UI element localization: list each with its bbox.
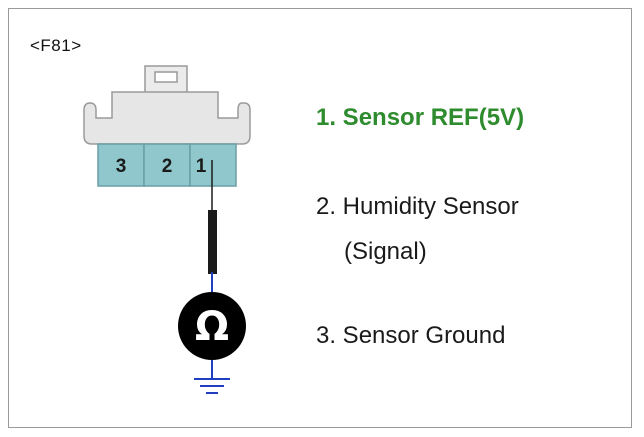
legend-item-3: 3. Sensor Ground — [316, 322, 506, 349]
probe-lead — [208, 210, 217, 274]
connector-pin-block: 3 2 1 — [97, 143, 237, 187]
pin-number-1: 1 — [196, 156, 207, 177]
ground-icon — [194, 378, 230, 394]
pin-cell-1 — [189, 143, 237, 187]
ohmmeter-icon — [178, 292, 246, 360]
legend-item-1: 1. Sensor REF(5V) — [316, 104, 525, 131]
diagram-frame — [8, 8, 632, 428]
ohm-symbol: Ω — [195, 304, 229, 350]
pin-number-2: 2 — [162, 156, 173, 177]
connector-housing — [83, 91, 251, 145]
connector-latch-slot — [154, 71, 178, 83]
legend-item-2-detail: (Signal) — [344, 238, 427, 265]
connector-id-label: <F81> — [30, 36, 82, 55]
pin-cell-2 — [143, 143, 191, 187]
legend-item-2: 2. Humidity Sensor — [316, 193, 519, 220]
pin-number-3: 3 — [116, 156, 127, 177]
